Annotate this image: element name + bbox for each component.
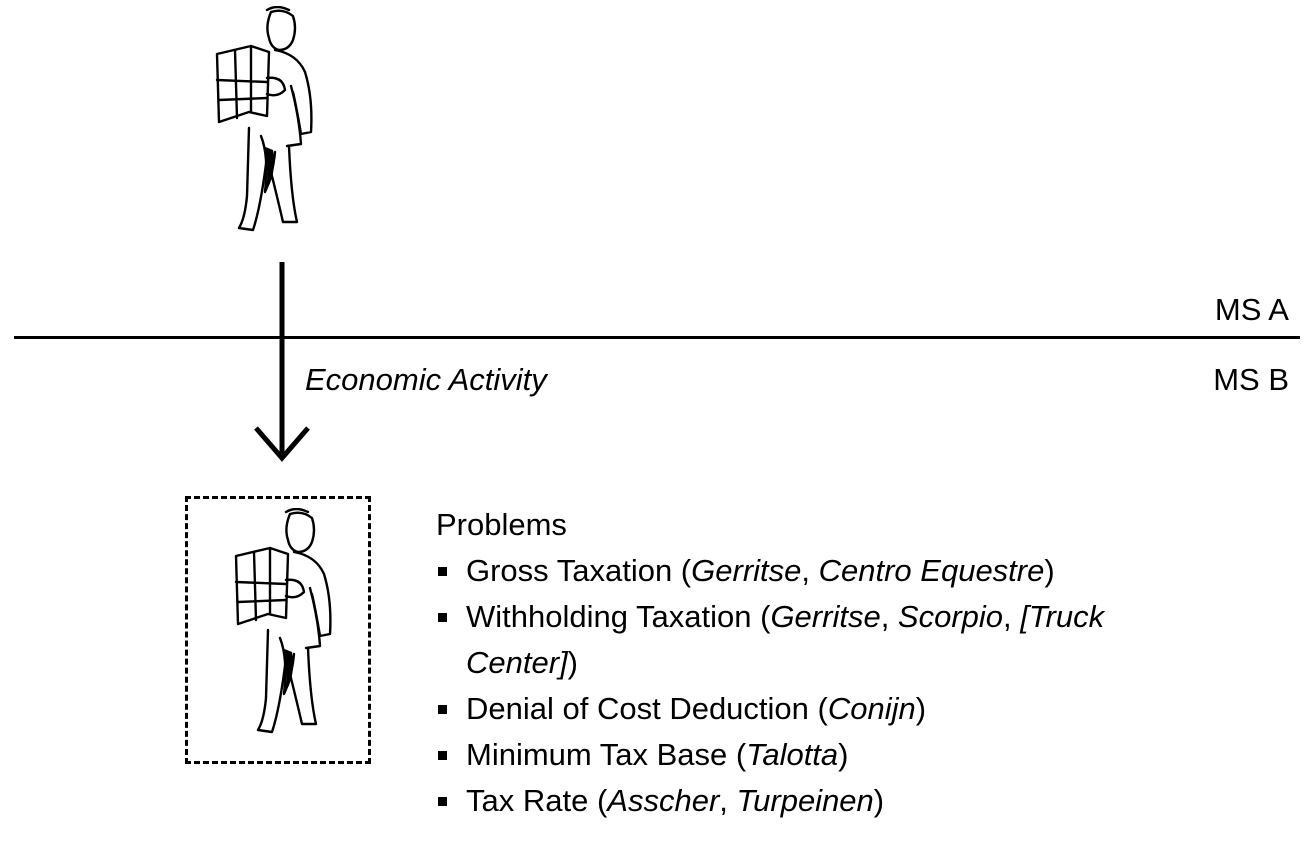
bullet-icon [438,751,447,760]
list-item: Withholding Taxation (Gerritse, Scorpio,… [436,594,1104,686]
economic-activity-arrow [254,262,310,462]
problems-title: Problems [436,507,567,542]
bullet-icon [438,705,447,714]
economic-activity-label: Economic Activity [305,362,547,397]
person-reading-map-icon [215,6,313,232]
bullet-icon [438,797,447,806]
person-reading-map-icon [234,508,332,734]
ms-a-label: MS A [1214,292,1289,327]
member-state-border-line [14,336,1300,339]
bullet-icon [438,567,447,576]
list-item: Minimum Tax Base (Talotta) [436,732,1104,778]
problems-section: Problems Gross Taxation (Gerritse, Centr… [436,502,1104,824]
list-item: Tax Rate (Asscher, Turpeinen) [436,778,1104,824]
bullet-icon [438,613,447,622]
dashed-box [185,496,371,764]
list-item: Gross Taxation (Gerritse, Centro Equestr… [436,548,1104,594]
list-item: Denial of Cost Deduction (Conijn) [436,686,1104,732]
ms-b-label: MS B [1213,362,1289,397]
problems-list: Gross Taxation (Gerritse, Centro Equestr… [436,548,1104,824]
